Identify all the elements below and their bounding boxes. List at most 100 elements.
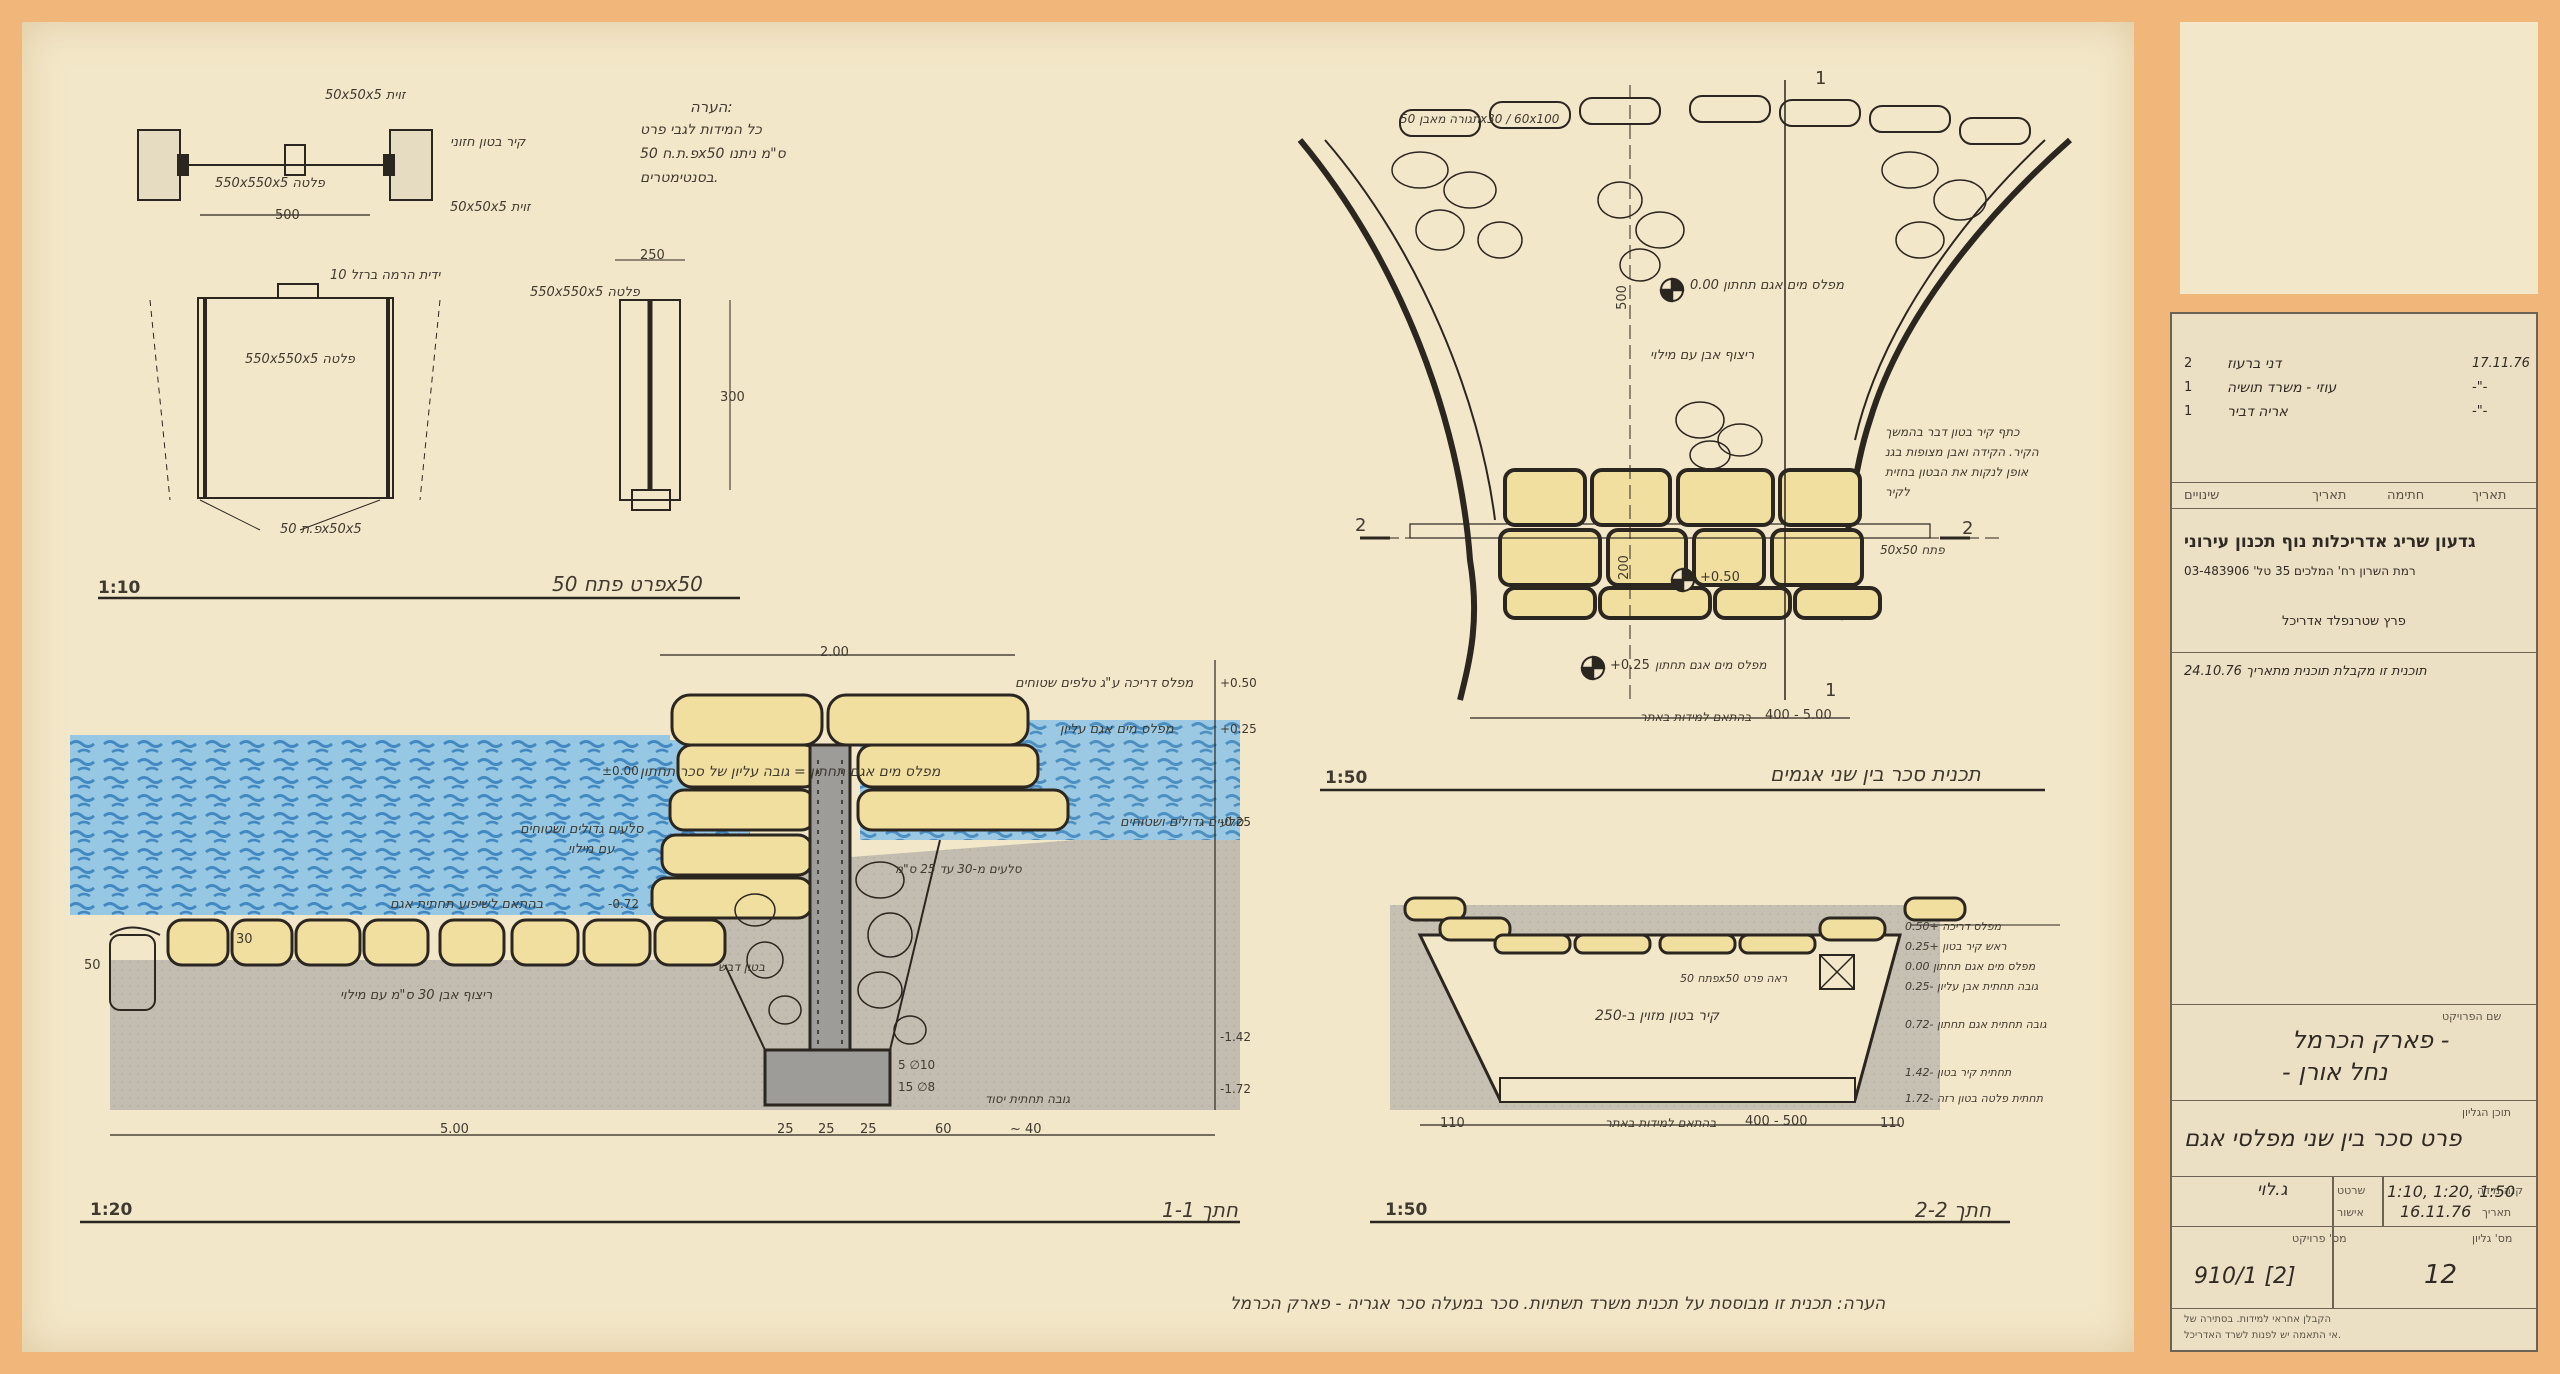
s22-lvl-m172: תחתית פלטה בטון רזה -1.72 — [1905, 1092, 2043, 1105]
s11-lvl-m025: -0.25 — [1220, 815, 1252, 829]
s11-rebar: 5 ∅10 — [898, 1058, 936, 1072]
plan-dam — [1297, 80, 2072, 792]
rev-1-num: 2 — [2184, 356, 2193, 371]
plan-section-mark-2-right: 2 — [1962, 518, 1974, 539]
s11-rebar2: 15 ∅8 — [898, 1080, 936, 1094]
s11-title: חתך 1-1 — [1162, 1198, 1238, 1222]
s11-dim-200: 2.00 — [820, 645, 849, 660]
detail-support-label: 50x50x5 זוית — [450, 200, 531, 215]
detail-wall-left — [137, 129, 181, 201]
scale-value: 1:10, 1:20, 1:50 — [2387, 1182, 2516, 1201]
plan-paving-label: ריצוף אבן עם מילוי — [1650, 348, 1755, 363]
s22-width-range: 400 - 500 — [1745, 1114, 1808, 1129]
s11-dim-a: 25 — [777, 1122, 794, 1137]
rev-3-name: אריה דביר — [2227, 404, 2288, 420]
rev-3-date: -"- — [2472, 404, 2488, 419]
s11-dim-50: 50 — [84, 958, 101, 973]
plan-level-050: +0.50 — [1700, 570, 1740, 585]
plan-section-mark-2-left: 2 — [1355, 515, 1367, 536]
sheet-margin-panel — [2180, 22, 2538, 294]
detail-opening — [98, 129, 740, 600]
architect: פרץ שטרנפלד אדריכל — [2282, 614, 2406, 629]
s22-lvl-050: מפלס דריכה +0.50 — [1905, 920, 2002, 933]
scale-label: קנה מידה — [2477, 1184, 2524, 1197]
plan-dim-500: 500 — [1614, 285, 1630, 310]
footer-line-1: הקבלן אחראי למידות. בסתירה של — [2184, 1314, 2331, 1325]
s11-stones: סלעים גדולים ושטוחים — [1120, 815, 1244, 830]
detail-note-line1: כל המידות לגבי פרט — [640, 122, 762, 138]
rev-1-date: 17.11.76 — [2472, 356, 2530, 371]
s11-top-path: מפלס דריכה ע"ג טלפים שטוחים — [1015, 676, 1194, 691]
s22-lvl-m072: גובה תחתית אגם תחתון -0.72 — [1905, 1018, 2047, 1031]
rev-2-name: עוזי - משרד תושיה — [2227, 380, 2337, 396]
project-name-1: פארק הכרמל - — [2292, 1026, 2450, 1054]
plan-wall-note-4: לקיר — [1885, 485, 1910, 499]
s11-lower-lake: מפלס מים אגם תחתון = גובה עליון של סכר ת… — [640, 764, 941, 780]
s11-upper-lake: מפלס מים אגם עליון — [1060, 722, 1174, 737]
sheet-title-label: תוכן הגליון — [2462, 1106, 2511, 1119]
s22-lvl-025: ראש קיר בטון +0.25 — [1905, 940, 2007, 953]
detail-lid-elevation-label: 550x550x5 פלטה — [245, 352, 355, 367]
plan-lower-lake-label: מפלס מים אגם תחתון — [1655, 658, 1767, 672]
plan-title: תכנית סכר בין שני אגמים — [1770, 762, 1981, 786]
s22-width-note: בהתאם למידות באתר — [1605, 1116, 1717, 1130]
s22-title: חתך 2-2 — [1915, 1198, 1991, 1222]
footer-line-2: אי התאמה יש לפנות לשרד האדריכל. — [2184, 1330, 2342, 1341]
s11-lvl-050: +0.50 — [1220, 676, 1257, 690]
s11-paving: ריצוף אבן 30 ס"מ עם מילוי — [340, 988, 493, 1003]
plan-cobbles — [1391, 151, 1987, 470]
drawn-label: שרטט — [2337, 1184, 2366, 1197]
s11-lvl-m142: -1.42 — [1220, 1030, 1252, 1044]
plan-status: תוכנית זו מקבלת תוכנית מתאריך 24.10.76 — [2184, 664, 2427, 679]
detail-lid-elevation — [197, 297, 394, 499]
detail-dim-250: 250 — [640, 248, 665, 263]
s11-wall-bottom: גובה תחתית יסוד — [985, 1092, 1071, 1106]
detail-steel-label: פ.ת 50x50x5 — [280, 522, 362, 537]
detail-title: פרט פתח 50x50 — [552, 572, 703, 596]
detail-note-line3: בסנטימטרים. — [640, 170, 719, 186]
plan-wall-note-1: כתף קיר בטון דבר בהמשך — [1885, 425, 2020, 439]
s11-dim-b: 25 — [818, 1122, 835, 1137]
s11-bottom: בהתאם לשיפוע תחתית אגם — [390, 897, 544, 912]
drawn-value: ג.לוי — [2257, 1180, 2288, 1200]
rev-header-date: תאריך — [2312, 488, 2347, 503]
plan-wall-note-3: אופן לנקות את הבטון בחזית — [1885, 465, 2029, 479]
rev-header-changes: שינויים — [2184, 488, 2220, 503]
s22-lvl-m025: גובה תחתית אבן עליון -0.25 — [1905, 980, 2039, 993]
section11-ground — [110, 840, 1240, 1110]
project-no-label: מס' פרויקט — [2292, 1232, 2347, 1245]
s11-lvl-025: +0.25 — [1220, 722, 1257, 736]
plan-section-mark-1-bottom: 1 — [1825, 680, 1837, 701]
detail-note-title: הערה: — [690, 98, 733, 116]
date-value: 16.11.76 — [2400, 1202, 2472, 1221]
s11-dim-500: 5.00 — [440, 1122, 469, 1137]
plan-dam-stones — [1498, 468, 1882, 620]
detail-section-lid-label: 550x550x5 פלטה — [530, 285, 640, 300]
title-block: דני ברעוז 2 17.11.76 עוזי - משרד תושיה 1… — [2170, 312, 2538, 1352]
plan-level-000: מפלס מים אגם תחתון 0.00 — [1690, 278, 1844, 293]
detail-wall-label: קיר בטון חזוני — [450, 135, 526, 150]
project-no-value: 910/1 [2] — [2194, 1264, 2296, 1289]
detail-dim-300: 300 — [720, 390, 745, 405]
sheet-no-label: מס' גליון — [2472, 1232, 2513, 1245]
plan-section-mark-1-top: 1 — [1815, 68, 1827, 89]
detail-corner-label: 50x50x5 זוית — [325, 88, 406, 103]
plan-width-note: בהתאם למידות באתר — [1640, 710, 1752, 724]
detail-dim-500: 500 — [275, 208, 300, 223]
s22-dim-110-left: 110 — [1440, 1116, 1465, 1131]
s11-scale: 1:20 — [90, 1200, 133, 1220]
s11-concrete-core: בטון דבש — [718, 960, 766, 974]
s11-stones-left: סלעים גדולים ושטוחים — [520, 822, 644, 837]
detail-scale: 1:10 — [98, 578, 141, 598]
approved-label: אישור — [2337, 1206, 2364, 1219]
s11-dim-c: 25 — [860, 1122, 877, 1137]
project-name-2: - נחל אורן — [2282, 1058, 2388, 1086]
detail-handle-label: ידית הרמה ברזל 10 — [330, 268, 441, 283]
plan-scale: 1:50 — [1325, 768, 1368, 788]
rev-3-num: 1 — [2184, 404, 2193, 419]
section-2-2 — [1370, 896, 2060, 1224]
s22-lid-label: פתח 50x50 ראה פרט — [1680, 972, 1788, 985]
detail-handle-section — [284, 144, 306, 176]
s11-stones-mix: סלעים מ-30 עד 25 ס"מ — [895, 862, 1022, 876]
plan-top-edge-label: תגורה מאבן 50x30 / 60x100 — [1400, 112, 1560, 126]
